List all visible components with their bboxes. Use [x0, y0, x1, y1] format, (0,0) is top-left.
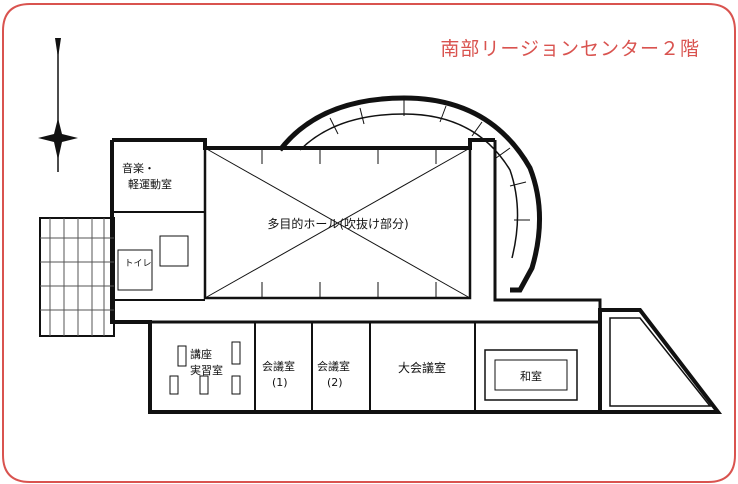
lower-partitions	[169, 322, 578, 412]
building-outline	[110, 138, 723, 414]
hall-label: 多目的ホール(吹抜け部分)	[267, 216, 408, 231]
meeting-room-2-label: 会議室	[317, 359, 350, 373]
japanese-room-label: 和室	[520, 369, 542, 383]
lecture-room-label: 講座	[190, 347, 212, 361]
hall-area	[203, 146, 472, 300]
large-meeting-room-label: 大会議室	[398, 360, 446, 375]
music-room-label: 音楽・	[122, 161, 155, 175]
dome-arc	[278, 95, 543, 293]
stair-grid-block	[39, 217, 115, 337]
meeting-room-2-num: (2)	[327, 376, 343, 389]
meeting-room-1-label: 会議室	[262, 359, 295, 373]
map-title: 南部リージョンセンター２階	[440, 38, 700, 60]
meeting-room-1-num: (1)	[272, 376, 288, 389]
music-room-label-2: 軽運動室	[128, 177, 172, 191]
outer-frame	[2, 3, 736, 483]
left-rooms	[112, 211, 205, 301]
lecture-room-label-2: 実習室	[190, 363, 223, 377]
north-arrow-icon	[38, 38, 78, 172]
toilet-label: トイレ	[124, 259, 151, 269]
